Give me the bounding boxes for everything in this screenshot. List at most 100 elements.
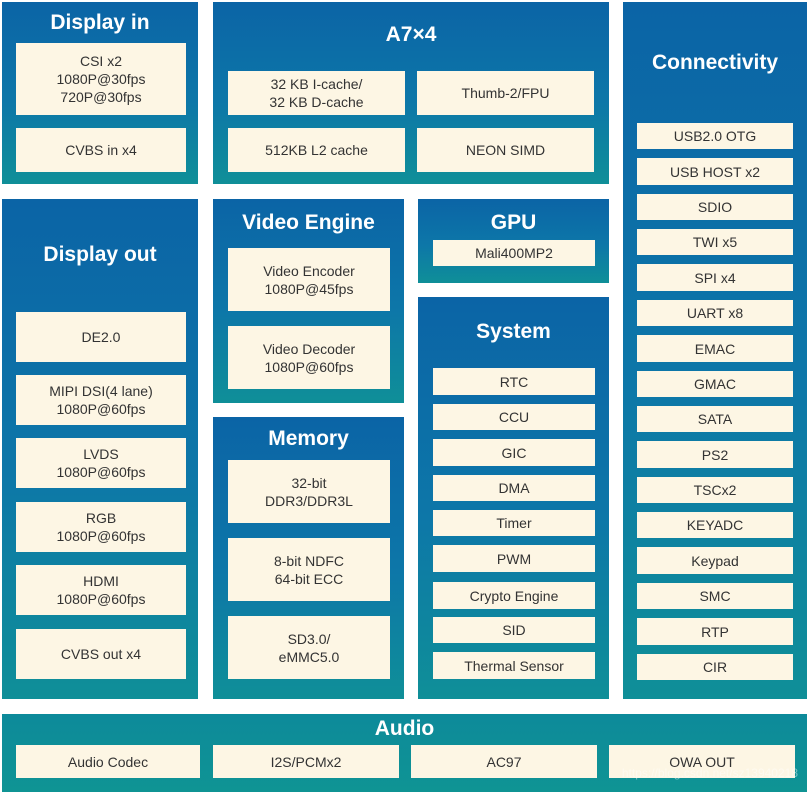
system-item-label: PWM — [496, 550, 532, 567]
l2-cache-label: 512KB L2 cache — [265, 142, 368, 158]
conn-item-label: TWI x5 — [692, 234, 738, 250]
nand-line-2: 64-bit ECC — [274, 570, 344, 587]
conn-item: KEYADC — [637, 512, 793, 538]
audio-item-label: AC97 — [486, 753, 522, 770]
mali-label: Mali400MP2 — [475, 245, 553, 261]
system-item: Crypto Engine — [433, 582, 595, 609]
video-decoder-box: Video Decoder 1080P@60fps — [228, 326, 390, 389]
hdmi-box: HDMI 1080P@60fps — [16, 565, 186, 615]
conn-item: UART x8 — [637, 300, 793, 326]
gpu-title: GPU — [490, 211, 537, 234]
system-item-label: GIC — [501, 444, 527, 461]
gpu-block: GPU Mali400MP2 — [418, 199, 609, 283]
audio-item: OWA OUT — [609, 745, 795, 778]
conn-item-label: KEYADC — [686, 517, 744, 533]
csi-line-2: 1080P@30fps — [56, 71, 146, 87]
cpu-title: A7×4 — [385, 23, 437, 46]
conn-item-label: GMAC — [694, 376, 736, 392]
lvds-line-1: LVDS — [83, 446, 119, 462]
conn-item-label: UART x8 — [686, 305, 744, 321]
system-item-label: Timer — [496, 515, 532, 531]
conn-item: SPI x4 — [637, 264, 793, 291]
connectivity-block: Connectivity USB2.0 OTG USB HOST x2 SDIO… — [623, 2, 807, 699]
display-out-block: Display out DE2.0 MIPI DSI(4 lane) 1080P… — [2, 199, 198, 699]
watermark-text: https://blog.csdn.net/sz13940218 — [621, 766, 798, 780]
audio-item: Audio Codec — [16, 745, 200, 778]
audio-block: Audio Audio Codec I2S/PCMx2 AC97 OWA OUT — [2, 714, 807, 792]
mali-box: Mali400MP2 — [433, 240, 595, 266]
conn-item-label: USB2.0 OTG — [673, 128, 757, 144]
mipi-line-1: MIPI DSI(4 lane) — [49, 383, 153, 399]
video-engine-block: Video Engine Video Encoder 1080P@45fps V… — [213, 199, 404, 403]
display-out-title: Display out — [43, 243, 157, 266]
l1-cache-line-1: 32 KB I-cache/ — [270, 76, 363, 92]
system-block: System RTC CCU GIC DMA Timer PWM Crypto … — [418, 297, 609, 699]
conn-item-label: SDIO — [697, 199, 733, 215]
system-item-label: RTC — [499, 373, 529, 390]
conn-item: USB HOST x2 — [637, 158, 793, 185]
conn-item: TWI x5 — [637, 229, 793, 255]
audio-item-label: I2S/PCMx2 — [270, 753, 342, 770]
csi-box: CSI x2 1080P@30fps 720P@30fps — [16, 43, 186, 115]
display-in-title: Display in — [50, 11, 150, 34]
ddr-line-1: 32-bit — [291, 474, 327, 491]
video-engine-title: Video Engine — [242, 211, 375, 234]
rgb-box: RGB 1080P@60fps — [16, 502, 186, 552]
l1-cache-box: 32 KB I-cache/ 32 KB D-cache — [228, 71, 405, 115]
csi-line-1: CSI x2 — [79, 53, 122, 69]
encoder-line-1: Video Encoder — [263, 262, 355, 279]
system-item: Timer — [433, 510, 595, 536]
system-title: System — [476, 320, 551, 343]
conn-item: SATA — [637, 406, 793, 432]
cvbs-out-label: CVBS out x4 — [60, 646, 142, 662]
system-item: Thermal Sensor — [433, 652, 595, 679]
cvbs-out-box: CVBS out x4 — [16, 629, 186, 679]
system-item: GIC — [433, 439, 595, 466]
video-encoder-box: Video Encoder 1080P@45fps — [228, 248, 390, 311]
conn-item-label: EMAC — [694, 340, 736, 357]
system-item: SID — [433, 617, 595, 643]
conn-item: GMAC — [637, 371, 793, 397]
conn-item: TSCx2 — [637, 477, 793, 503]
mipi-line-2: 1080P@60fps — [56, 401, 146, 417]
conn-item: EMAC — [637, 335, 793, 362]
conn-item: PS2 — [637, 441, 793, 468]
hdmi-line-2: 1080P@60fps — [56, 591, 146, 607]
cvbs-in-box: CVBS in x4 — [16, 128, 186, 172]
nand-line-1: 8-bit NDFC — [273, 552, 344, 569]
system-item-label: DMA — [498, 480, 530, 496]
conn-item: Keypad — [637, 547, 793, 574]
memory-block: Memory 32-bit DDR3/DDR3L 8-bit NDFC 64-b… — [213, 417, 404, 699]
ddr-box: 32-bit DDR3/DDR3L — [228, 460, 390, 523]
de-label: DE2.0 — [81, 329, 121, 345]
audio-item: I2S/PCMx2 — [213, 745, 399, 778]
conn-item: USB2.0 OTG — [637, 123, 793, 149]
connectivity-title: Connectivity — [651, 51, 779, 74]
conn-item-label: SATA — [697, 411, 733, 427]
neon-simd-box: NEON SIMD — [417, 128, 594, 172]
system-item-label: SID — [502, 622, 526, 638]
audio-title: Audio — [374, 717, 435, 740]
conn-item: SMC — [637, 583, 793, 609]
conn-item-label: TSCx2 — [693, 482, 737, 498]
conn-item: SDIO — [637, 194, 793, 220]
conn-item-label: CIR — [702, 659, 728, 675]
decoder-line-2: 1080P@60fps — [264, 358, 354, 375]
display-in-block: Display in CSI x2 1080P@30fps 720P@30fps… — [2, 2, 198, 184]
de-box: DE2.0 — [16, 312, 186, 362]
rgb-line-2: 1080P@60fps — [56, 528, 146, 544]
conn-item-label: PS2 — [701, 446, 729, 463]
sd-line-2: eMMC5.0 — [278, 648, 340, 665]
conn-item-label: USB HOST x2 — [670, 163, 760, 180]
system-item: PWM — [433, 545, 595, 572]
conn-item-label: SMC — [699, 588, 731, 604]
lvds-line-2: 1080P@60fps — [56, 464, 146, 480]
cpu-block: A7×4 32 KB I-cache/ 32 KB D-cache Thumb-… — [213, 2, 609, 184]
lvds-box: LVDS 1080P@60fps — [16, 438, 186, 488]
neon-simd-label: NEON SIMD — [465, 142, 546, 158]
thumb-fpu-box: Thumb-2/FPU — [417, 71, 594, 115]
audio-item-label: Audio Codec — [67, 753, 149, 770]
audio-item: AC97 — [411, 745, 597, 778]
system-item-label: Thermal Sensor — [464, 657, 564, 674]
conn-item-label: RTP — [701, 623, 729, 640]
